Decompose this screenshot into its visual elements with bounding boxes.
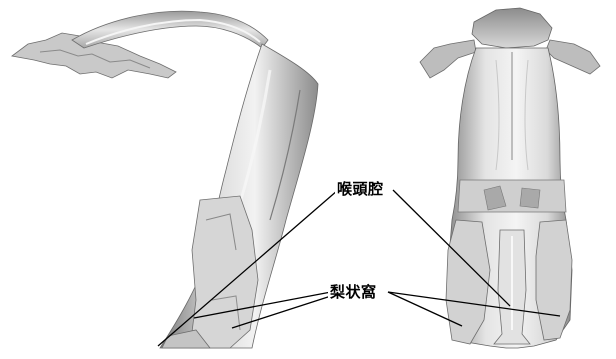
label-larynx-cavity: 喉頭腔 <box>335 180 386 198</box>
frontal-top-cap <box>472 8 552 48</box>
frontal-right-wing <box>546 40 600 74</box>
label-piriform-fossa: 梨状窩 <box>328 283 379 301</box>
frontal-left-wing <box>420 40 476 78</box>
frontal-view-model <box>420 8 600 348</box>
lateral-view-model <box>12 11 318 348</box>
lateral-lower-block <box>190 196 258 348</box>
